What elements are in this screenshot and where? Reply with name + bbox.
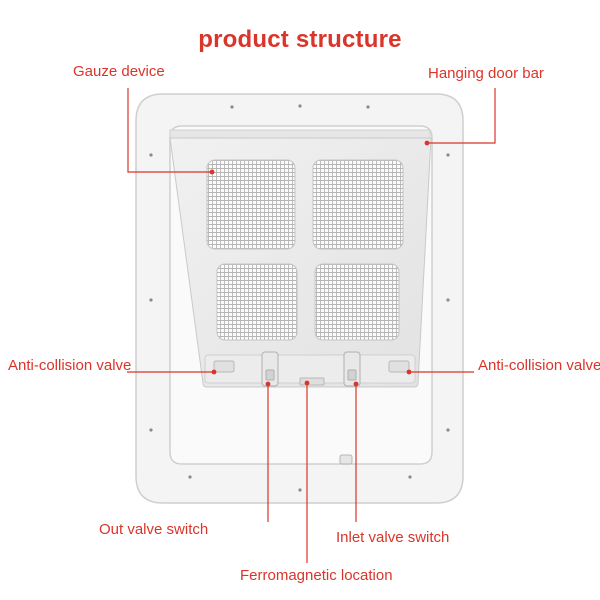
leader-lines xyxy=(127,88,496,563)
ferromagnetic-block xyxy=(299,377,325,386)
screw-holes xyxy=(149,104,450,492)
diagram-title: product structure xyxy=(198,26,402,53)
label-gauze-device: Gauze device xyxy=(73,63,165,80)
label-out-valve-switch: Out valve switch xyxy=(99,521,209,538)
label-ferromagnetic-location: Ferromagnetic location xyxy=(240,567,393,584)
anti-collision-valves xyxy=(213,360,410,373)
label-anti-collision-valve-right: Anti-collision valve xyxy=(478,357,600,374)
label-anti-collision-valve-left: Anti-collision valve xyxy=(8,357,132,374)
leader-dots xyxy=(209,140,430,387)
label-inlet-valve-switch: Inlet valve switch xyxy=(336,529,450,546)
label-hanging-door-bar: Hanging door bar xyxy=(428,65,544,82)
valve-switches xyxy=(261,351,361,387)
gauze-panels xyxy=(206,159,404,341)
